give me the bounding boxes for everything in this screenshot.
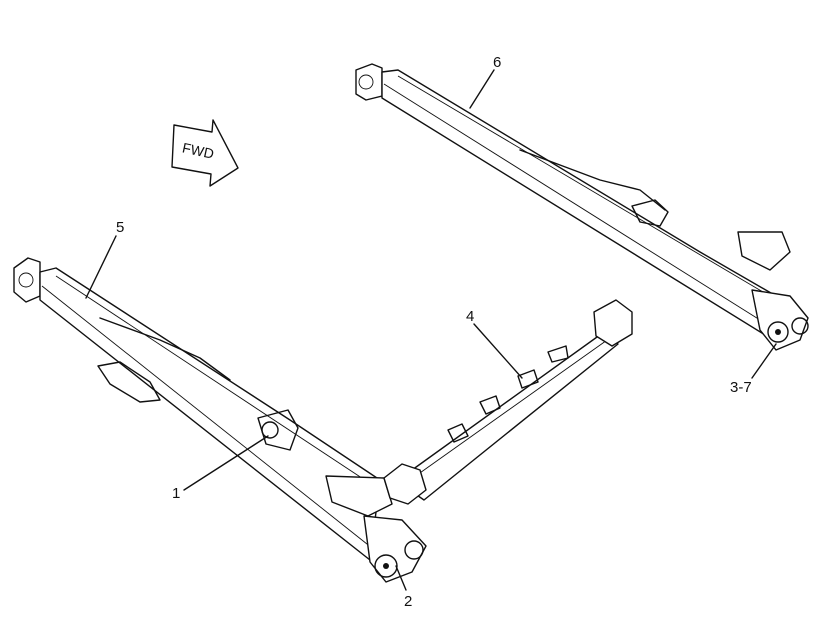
rear-beam-assembly [355, 63, 809, 351]
cross-tube [383, 299, 633, 505]
callout-1: 1 [172, 485, 180, 502]
fwd-label: FWD [181, 139, 216, 161]
callouts: 5 6 4 1 2 3-7 [116, 54, 752, 610]
front-beam-assembly [13, 257, 427, 583]
callout-5: 5 [116, 219, 124, 236]
callout-2: 2 [404, 593, 412, 610]
callout-3-7: 3-7 [730, 379, 752, 396]
callout-4: 4 [466, 308, 474, 325]
leader-lines [85, 69, 777, 591]
fwd-arrow-icon: FWD [171, 119, 239, 187]
callout-6: 6 [493, 54, 501, 71]
